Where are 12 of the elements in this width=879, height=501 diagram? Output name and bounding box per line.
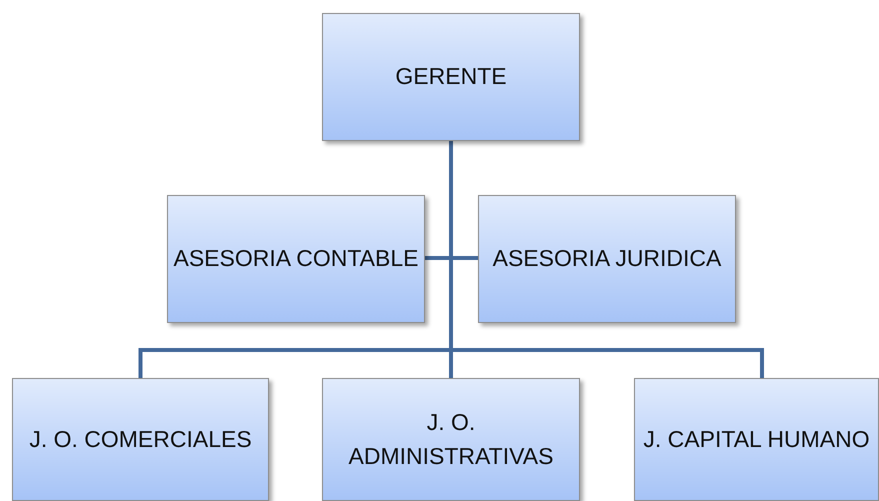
org-box xyxy=(167,195,425,323)
box-label: ASESORIA JURIDICA xyxy=(492,244,722,274)
box-label: GERENTE xyxy=(394,62,508,92)
org-box xyxy=(634,378,879,501)
org-box xyxy=(322,13,580,141)
org-box xyxy=(12,378,269,501)
box-label: J. O. ADMINISTRATIVAS xyxy=(348,408,554,470)
box-label: ASESORIA CONTABLE xyxy=(172,244,420,274)
box-label: J. CAPITAL HUMANO xyxy=(642,424,871,454)
box-label: J. O. COMERCIALES xyxy=(28,424,253,454)
org-box xyxy=(478,195,736,323)
org-box xyxy=(322,378,580,501)
